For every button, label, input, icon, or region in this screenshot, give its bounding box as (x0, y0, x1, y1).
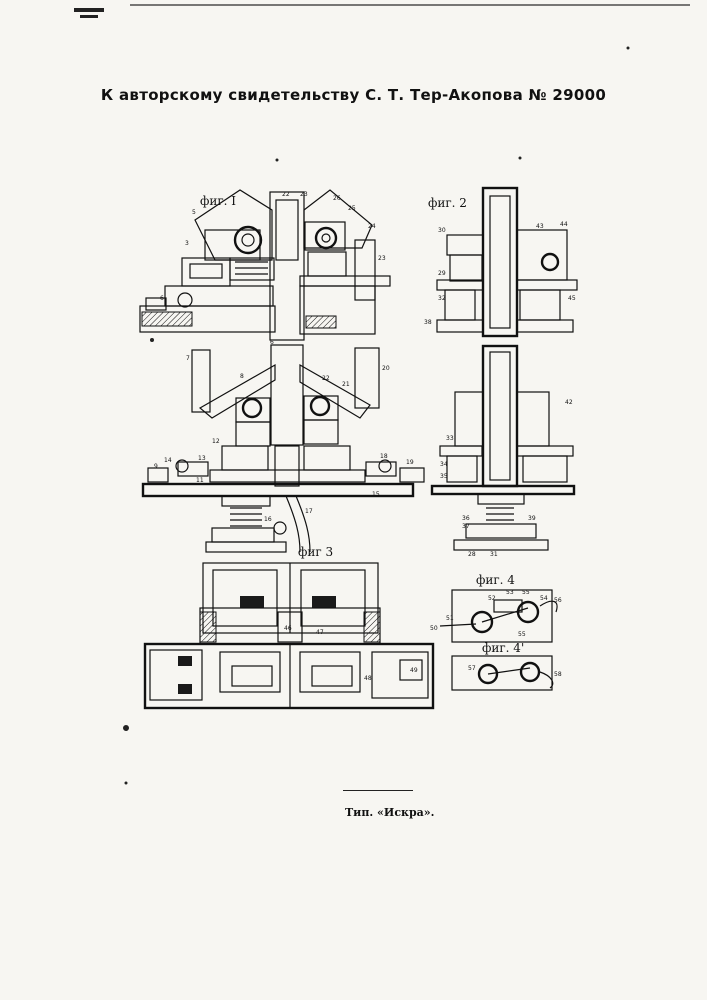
svg-text:37: 37 (462, 523, 470, 530)
svg-text:36: 36 (462, 515, 470, 522)
printer-imprint: Тип. «Искра». (345, 806, 435, 819)
svg-text:11: 11 (196, 477, 204, 484)
svg-text:38: 38 (424, 319, 432, 326)
svg-text:46: 46 (284, 625, 292, 632)
svg-text:23: 23 (300, 191, 308, 198)
fig4a-label: фиг. 4' (482, 641, 524, 655)
svg-text:55: 55 (522, 589, 530, 596)
svg-text:23: 23 (378, 255, 386, 262)
svg-text:24: 24 (368, 223, 376, 230)
svg-text:57: 57 (468, 665, 476, 672)
fig4-label: фиг. 4 (476, 573, 515, 587)
figure-3: фиг 3 46 47 48 49 (145, 545, 433, 708)
fig3-label: фиг 3 (298, 545, 333, 559)
svg-text:18: 18 (380, 453, 388, 460)
svg-text:58: 58 (554, 671, 562, 678)
svg-text:21: 21 (342, 381, 350, 388)
svg-text:47: 47 (316, 629, 324, 636)
svg-text:55: 55 (518, 631, 526, 638)
svg-text:22: 22 (322, 375, 330, 382)
svg-text:56: 56 (554, 597, 562, 604)
footer-rule (343, 790, 413, 791)
figure-1-upper: фиг. I (140, 190, 390, 346)
svg-text:26: 26 (333, 195, 341, 202)
svg-text:53: 53 (506, 589, 514, 596)
svg-text:48: 48 (364, 675, 372, 682)
svg-text:42: 42 (565, 399, 573, 406)
svg-text:28: 28 (468, 551, 476, 558)
figure-1-lower: 7 8 22 21 20 12 13 14 11 9 18 19 15 17 1… (143, 345, 424, 552)
svg-text:19: 19 (406, 459, 414, 466)
svg-text:25: 25 (348, 205, 356, 212)
svg-text:22: 22 (282, 191, 290, 198)
svg-text:17: 17 (305, 508, 313, 515)
fig2-label: фиг. 2 (428, 196, 467, 210)
svg-text:7: 7 (186, 355, 190, 362)
svg-text:5: 5 (192, 209, 196, 216)
svg-text:29: 29 (438, 270, 446, 277)
svg-text:20: 20 (382, 365, 390, 372)
svg-text:15: 15 (372, 491, 380, 498)
svg-text:8: 8 (240, 373, 244, 380)
figure-4-prime: фиг. 4' 57 58 (452, 641, 562, 690)
svg-text:44: 44 (560, 221, 568, 228)
svg-text:16: 16 (264, 516, 272, 523)
svg-text:6: 6 (160, 295, 164, 302)
svg-text:32: 32 (438, 295, 446, 302)
svg-text:34: 34 (440, 461, 448, 468)
svg-text:3: 3 (185, 240, 189, 247)
figure-4: фиг. 4 50 51 52 53 55 54 55 56 (430, 573, 562, 642)
svg-text:13: 13 (198, 455, 206, 462)
svg-text:12: 12 (212, 438, 220, 445)
svg-text:30: 30 (438, 227, 446, 234)
svg-text:31: 31 (490, 551, 498, 558)
svg-text:14: 14 (164, 457, 172, 464)
svg-text:52: 52 (488, 595, 496, 602)
figure-2: фиг. 2 (424, 188, 577, 558)
svg-text:43: 43 (536, 223, 544, 230)
svg-text:33: 33 (446, 435, 454, 442)
scan-specks (74, 4, 690, 785)
svg-text:51: 51 (446, 615, 454, 622)
svg-text:9: 9 (154, 463, 158, 470)
svg-text:50: 50 (430, 625, 438, 632)
svg-text:54: 54 (540, 595, 548, 602)
svg-text:45: 45 (568, 295, 576, 302)
svg-text:39: 39 (528, 515, 536, 522)
svg-text:35: 35 (440, 473, 448, 480)
svg-text:49: 49 (410, 667, 418, 674)
